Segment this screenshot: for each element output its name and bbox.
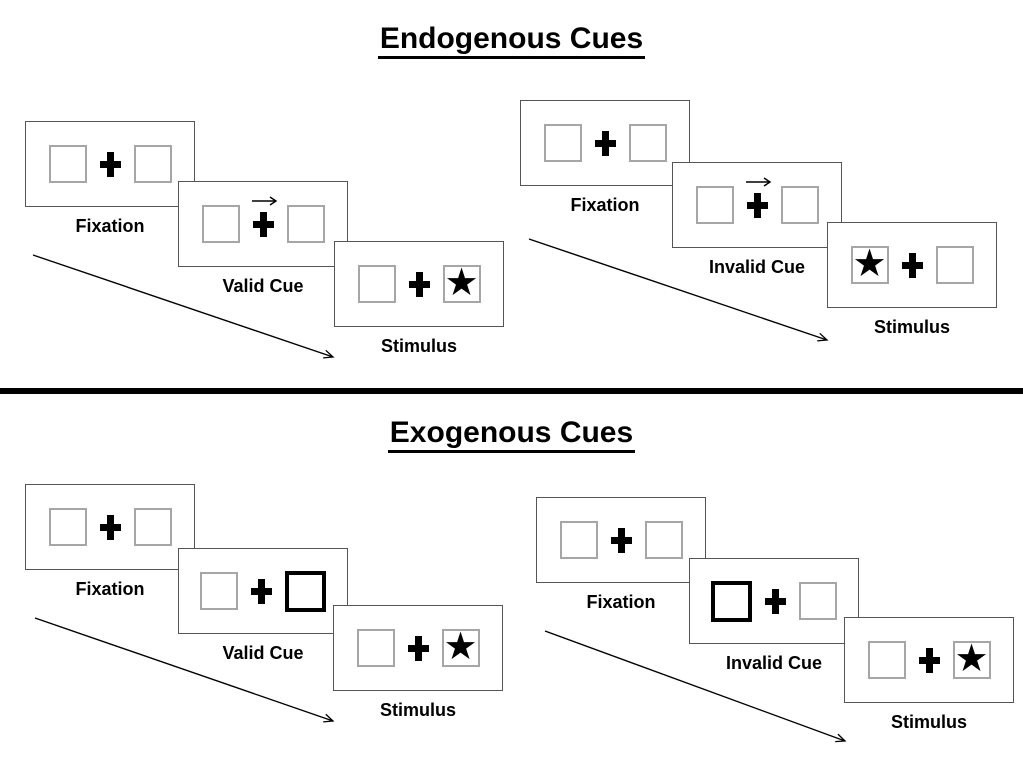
right-placeholder-box (935, 246, 974, 284)
cue-arrow-right-icon (745, 176, 771, 187)
center-cell (765, 588, 786, 614)
left-placeholder-box (559, 521, 598, 559)
panel-cue-invalid-box (689, 558, 859, 644)
fixation-cross-icon (408, 271, 430, 297)
center-cell (99, 514, 121, 540)
timeline-arrow-invalid-box (544, 630, 847, 743)
right-placeholder-box (286, 205, 325, 243)
panel-fixation-valid-box (25, 484, 195, 570)
center-cell (251, 578, 272, 604)
panel-stimulus-valid-arrow: ★ (334, 241, 504, 327)
fixation-cross-icon (99, 514, 121, 540)
center-cell (99, 151, 121, 177)
center-cell (594, 130, 616, 156)
section-title-endogenous-text: Endogenous Cues (377, 22, 646, 59)
panel-label-cue: Valid Cue (222, 276, 304, 296)
center-cell (407, 635, 429, 661)
left-placeholder-box (48, 508, 87, 546)
right-placeholder-box (799, 582, 837, 620)
panel-fixation-invalid-arrow (520, 100, 690, 186)
timeline-arrow-valid-arrow (32, 254, 335, 359)
right-placeholder-box (628, 124, 667, 162)
left-placeholder-box (543, 124, 582, 162)
right-placeholder-box (133, 145, 172, 183)
panel-label-stimulus: Stimulus (873, 317, 950, 337)
star-icon: ★ (852, 243, 887, 285)
section-title-endogenous: Endogenous Cues (0, 22, 1023, 59)
stimulus-target-box: ★ (952, 638, 991, 680)
panel-fixation-valid-arrow (25, 121, 195, 207)
left-placeholder-box (201, 205, 240, 243)
center-cell (408, 271, 430, 297)
fixation-cross-icon (99, 151, 121, 177)
panel-fixation-invalid-box (536, 497, 706, 583)
right-placeholder-box (644, 521, 683, 559)
left-placeholder-box (356, 629, 395, 667)
right-placeholder-box (133, 508, 172, 546)
timeline-arrow-invalid-arrow (528, 238, 829, 342)
section-title-exogenous: Exogenous Cues (0, 416, 1023, 453)
section-title-exogenous-text: Exogenous Cues (387, 416, 636, 453)
panel-cue-valid-arrow (178, 181, 348, 267)
panel-stimulus-invalid-arrow: ★ (827, 222, 997, 308)
panel-label-fixation: Fixation (570, 195, 640, 215)
panel-label-fixation: Fixation (586, 592, 656, 612)
center-cell (745, 176, 771, 218)
section-divider (0, 388, 1023, 394)
panel-label-cue: Invalid Cue (708, 257, 806, 277)
cue-arrow-right-icon (251, 195, 277, 206)
fixation-cross-icon (252, 211, 274, 237)
panel-label-fixation: Fixation (75, 579, 145, 599)
exogenous-cue-box (711, 580, 752, 622)
fixation-cross-icon (610, 527, 632, 553)
fixation-cross-icon (594, 130, 616, 156)
panel-stimulus-valid-box: ★ (333, 605, 503, 691)
left-placeholder-box (200, 572, 238, 610)
left-placeholder-box (695, 186, 734, 224)
panel-cue-valid-box (178, 548, 348, 634)
panel-label-fixation: Fixation (75, 216, 145, 236)
center-cell (918, 647, 940, 673)
fixation-cross-icon (407, 635, 429, 661)
center-cell (251, 195, 277, 237)
fixation-cross-icon (251, 578, 272, 604)
exogenous-cue-box (285, 570, 326, 612)
panel-label-stimulus: Stimulus (890, 712, 967, 732)
panel-stimulus-invalid-box: ★ (844, 617, 1014, 703)
stimulus-target-box: ★ (442, 262, 481, 304)
left-placeholder-box (48, 145, 87, 183)
fixation-cross-icon (765, 588, 786, 614)
panel-cue-invalid-arrow (672, 162, 842, 248)
panel-label-cue: Invalid Cue (725, 653, 823, 673)
left-placeholder-box (357, 265, 396, 303)
stimulus-target-box: ★ (850, 243, 889, 285)
fixation-cross-icon (746, 192, 768, 218)
star-icon: ★ (444, 262, 479, 304)
center-cell (901, 252, 923, 278)
center-cell (610, 527, 632, 553)
panel-label-stimulus: Stimulus (379, 700, 456, 720)
star-icon: ★ (954, 638, 989, 680)
panel-label-stimulus: Stimulus (380, 336, 457, 356)
right-placeholder-box (780, 186, 819, 224)
panel-label-cue: Valid Cue (222, 643, 304, 663)
stimulus-target-box: ★ (441, 626, 480, 668)
star-icon: ★ (443, 626, 478, 668)
left-placeholder-box (867, 641, 906, 679)
fixation-cross-icon (918, 647, 940, 673)
fixation-cross-icon (901, 252, 923, 278)
